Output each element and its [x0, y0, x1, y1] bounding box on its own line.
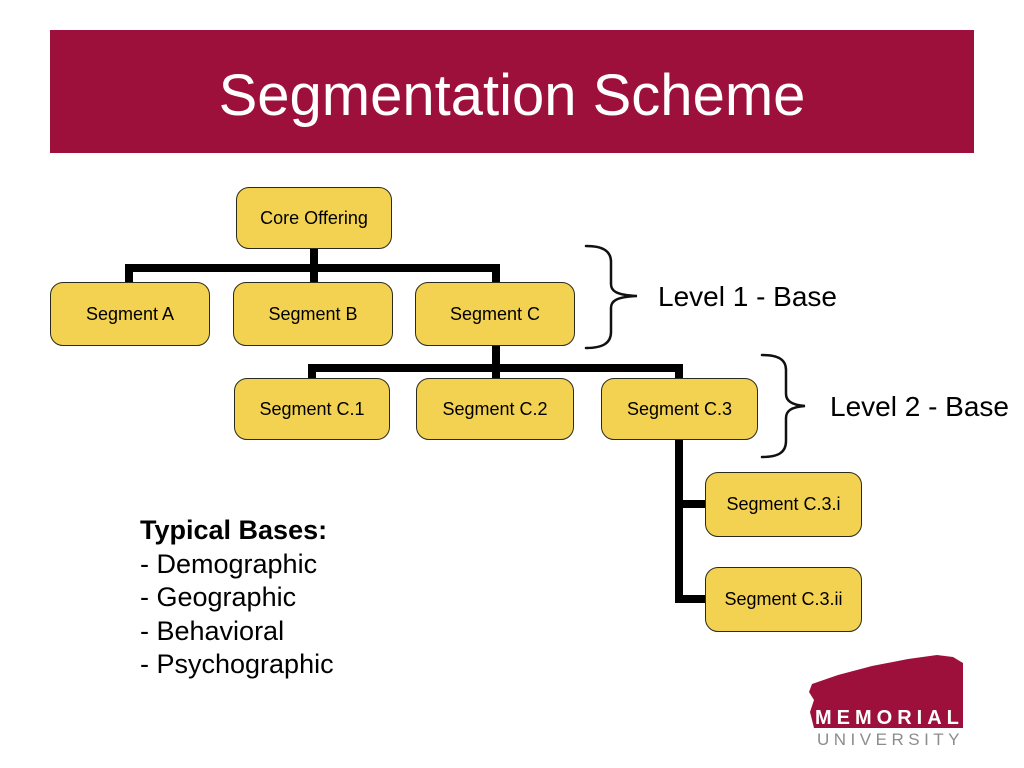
node-label: Segment C.1 [259, 398, 365, 419]
title-banner: Segmentation Scheme [50, 30, 974, 153]
logo-memorial-text: MEMORIAL [815, 707, 964, 729]
connector-line [492, 264, 500, 282]
connector-line [125, 264, 133, 282]
connector-line [125, 264, 500, 272]
node-segment-c3ii: Segment C.3.ii [705, 567, 862, 632]
node-label: Segment C.3 [626, 398, 733, 419]
typical-bases-heading: Typical Bases: [140, 515, 328, 545]
node-label: Segment B [268, 303, 358, 324]
connector-line [308, 364, 316, 378]
connector-line [683, 595, 706, 603]
brace-level-2-icon [760, 353, 806, 459]
connector-line [675, 364, 683, 378]
memorial-logo-shape-icon [809, 655, 963, 728]
node-segment-a: Segment A [50, 282, 210, 346]
node-label: Segment C [449, 303, 541, 324]
node-core-offering: Core Offering [236, 187, 392, 249]
memorial-university-logo: MEMORIAL UNIVERSITY [800, 648, 972, 756]
node-label: Segment C.3.ii [724, 589, 843, 609]
node-label: Segment A [85, 303, 175, 324]
node-segment-c: Segment C [415, 282, 575, 346]
connector-line [683, 500, 706, 508]
node-segment-c3: Segment C.3 [601, 378, 758, 440]
node-label: Core Offering [260, 207, 368, 228]
list-item: - Behavioral [140, 615, 285, 646]
connector-line [308, 364, 683, 372]
brace-level-1-icon [584, 244, 638, 350]
node-segment-c3i: Segment C.3.i [705, 472, 862, 537]
list-item: - Geographic [140, 582, 297, 612]
typical-bases-block: Typical Bases: - Demographic - Geographi… [140, 514, 334, 682]
list-item: - Demographic [140, 548, 318, 579]
page-title: Segmentation Scheme [218, 63, 806, 128]
level-2-label: Level 2 - Base [830, 391, 1009, 422]
list-item: - Psychographic [140, 649, 334, 679]
connector-line [675, 440, 683, 603]
node-segment-c1: Segment C.1 [234, 378, 390, 440]
connector-line [492, 346, 500, 378]
node-label: Segment C.2 [442, 398, 548, 419]
node-segment-b: Segment B [233, 282, 393, 346]
level-1-label: Level 1 - Base [658, 281, 837, 312]
logo-university-text: UNIVERSITY [817, 730, 965, 749]
node-segment-c2: Segment C.2 [416, 378, 574, 440]
node-label: Segment C.3.i [726, 494, 841, 514]
